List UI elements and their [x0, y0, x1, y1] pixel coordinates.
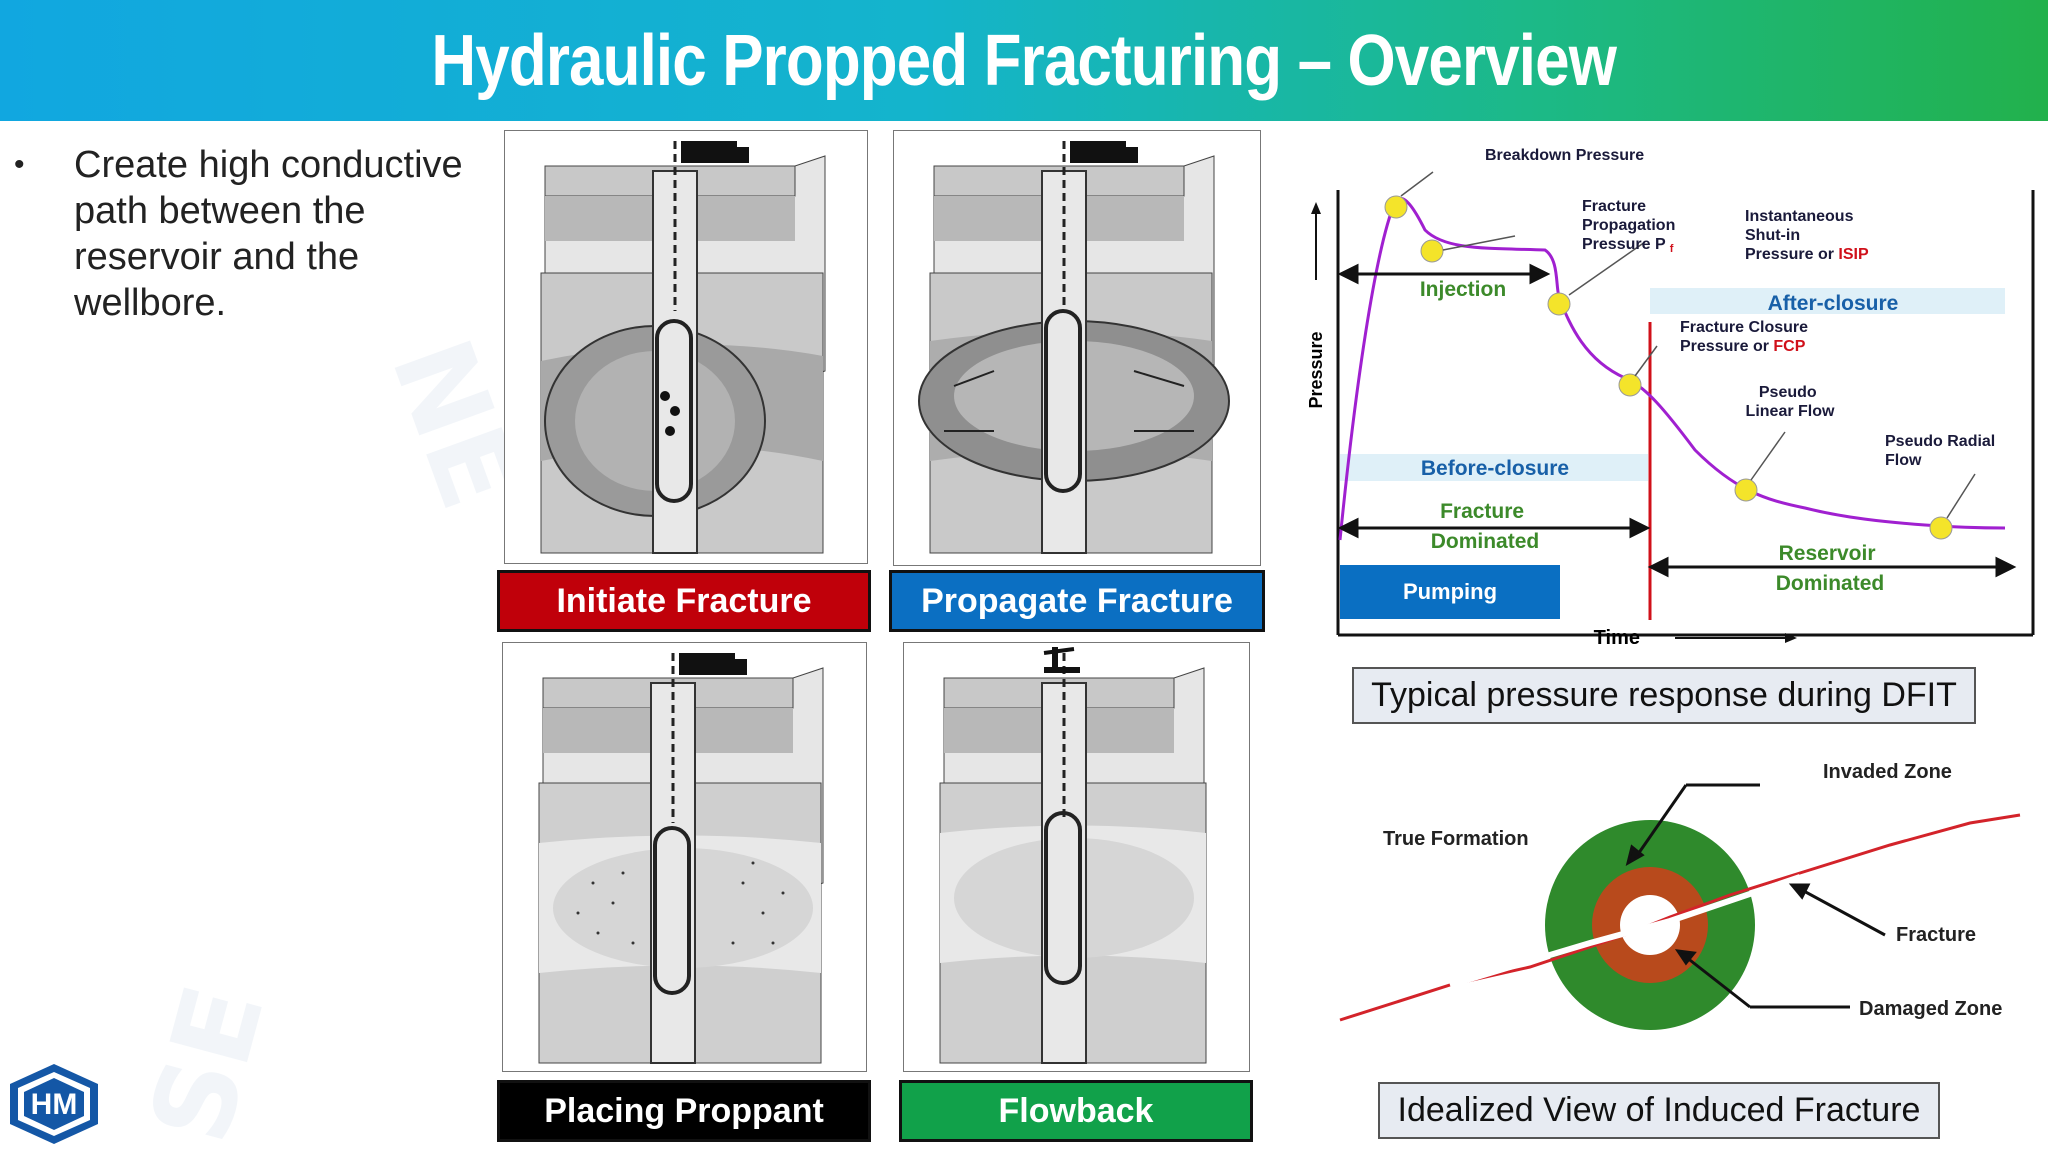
- panel-placing-proppant: [502, 642, 867, 1072]
- propagate-fracture-illustration: [918, 141, 1230, 554]
- before-closure-band: [1340, 454, 1648, 481]
- label-propagate-fracture: Propagate Fracture: [889, 570, 1265, 632]
- propagation-label: Fracture Propagation Pressure P f: [1582, 198, 1680, 255]
- breakdown-marker: [1384, 195, 1408, 219]
- panel-flowback: [903, 642, 1250, 1072]
- logo-text: HM: [31, 1088, 78, 1121]
- title-bar: Hydraulic Propped Fracturing – Overview: [0, 0, 2048, 121]
- fracture-view-caption: Idealized View of Induced Fracture: [1378, 1082, 1940, 1139]
- dfit-caption: Typical pressure response during DFIT: [1352, 667, 1976, 724]
- dfit-pressure-diagram: Pressure Time After-closure Before-closu…: [1306, 147, 2035, 649]
- hm-logo-icon: HM: [10, 1064, 98, 1144]
- invaded-zone-label: Invaded Zone: [1823, 761, 1952, 783]
- watermark-se: SE: [125, 972, 289, 1155]
- panel-initiate-fracture: [504, 130, 868, 564]
- injection-label: Injection: [1420, 278, 1506, 301]
- after-closure-label: After-closure: [1768, 292, 1899, 315]
- breakdown-label: Breakdown Pressure: [1485, 147, 1644, 164]
- fracture-dominated-label: Fracture Dominated: [1431, 500, 1540, 553]
- pumping-label: Pumping: [1403, 579, 1497, 604]
- page-title: Hydraulic Propped Fracturing – Overview: [431, 20, 1617, 101]
- fcp-marker: [1618, 373, 1642, 397]
- label-placing-proppant: Placing Proppant: [497, 1080, 871, 1142]
- damaged-zone-label: Damaged Zone: [1859, 998, 2002, 1020]
- initiate-fracture-illustration: [540, 141, 826, 554]
- pseudo-radial-marker: [1929, 516, 1953, 540]
- pseudo-radial-label: Pseudo Radial Flow: [1885, 433, 2000, 469]
- pumping-bar: [1340, 565, 1560, 619]
- fracture-label: Fracture: [1896, 924, 1976, 946]
- isip-marker: [1547, 292, 1571, 316]
- x-axis-label: Time: [1594, 627, 1640, 649]
- before-closure-label: Before-closure: [1421, 457, 1569, 480]
- panel-propagate-fracture: [893, 130, 1261, 566]
- pumpjack-icon: [1043, 647, 1080, 673]
- true-formation-label: True Formation: [1383, 828, 1529, 850]
- label-initiate-fracture: Initiate Fracture: [497, 570, 871, 632]
- fcp-label: Fracture Closure Pressure or FCP: [1680, 319, 1813, 355]
- proppant-dots: [576, 861, 785, 945]
- pseudo-linear-marker: [1734, 478, 1758, 502]
- after-closure-band: [1650, 288, 2005, 314]
- flowback-illustration: [939, 647, 1207, 1064]
- bullet-text: Create high conductive path between the …: [74, 144, 463, 324]
- propagation-marker: [1420, 239, 1444, 263]
- fracture-view-diagram: True Formation Invaded Zone Fracture Dam…: [1330, 745, 2030, 1065]
- reservoir-dominated-label: Reservoir Dominated: [1776, 542, 1885, 595]
- callout-arrows: [1625, 783, 1886, 1009]
- isip-label: Instantaneous Shut-in Pressure or ISIP: [1745, 208, 1869, 263]
- bullet-item: • Create high conductive path between th…: [14, 142, 484, 326]
- pseudo-linear-label: Pseudo Linear Flow: [1746, 384, 1835, 420]
- fracture-line: [1339, 813, 2021, 1022]
- bullet-marker: •: [14, 148, 25, 181]
- leader-lines: [1400, 171, 1976, 519]
- y-axis-label: Pressure: [1306, 331, 1326, 408]
- placing-proppant-illustration: [538, 653, 824, 1064]
- label-flowback: Flowback: [899, 1080, 1253, 1142]
- range-arrows: [1337, 263, 2017, 578]
